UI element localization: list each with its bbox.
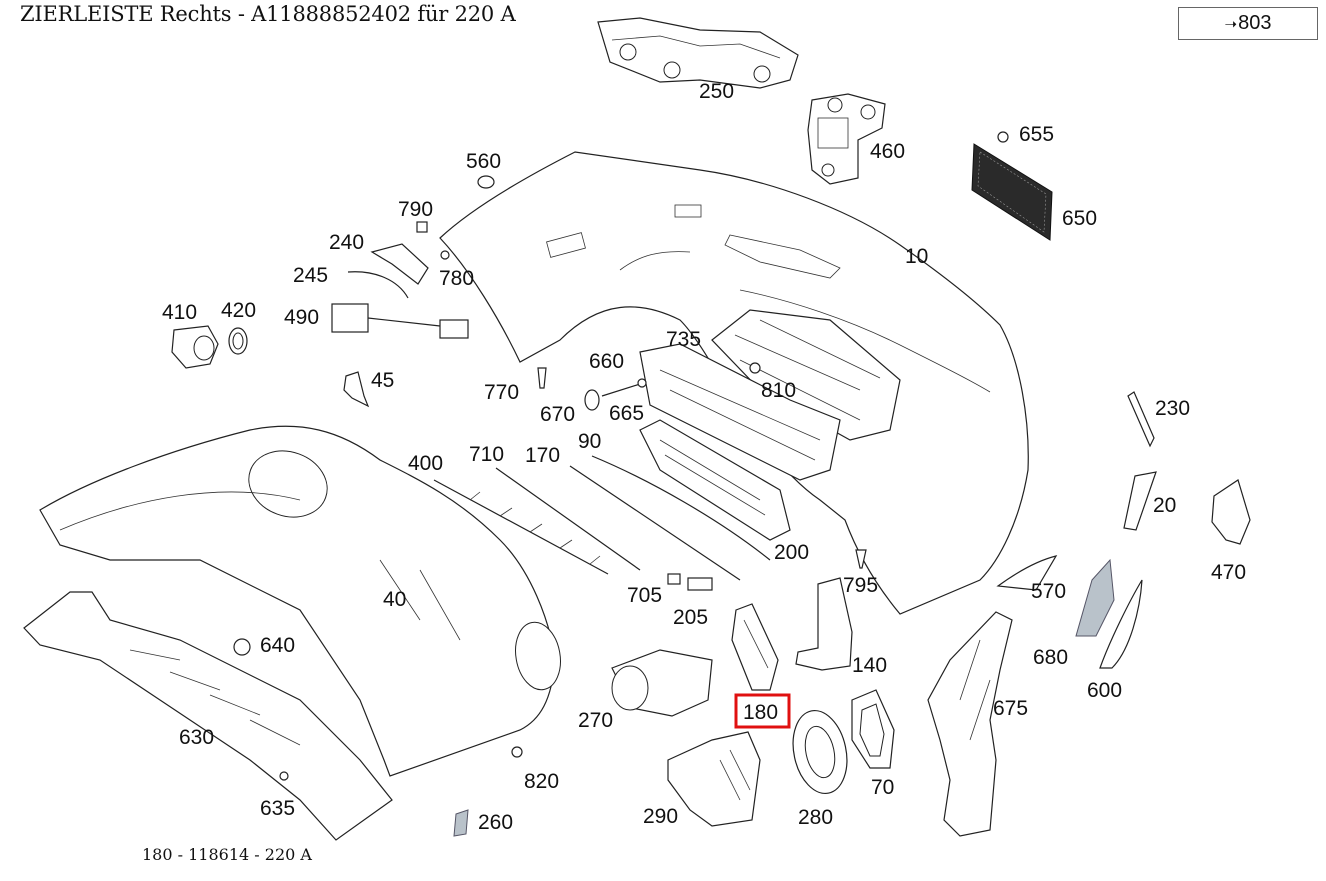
part-630-diffuser: [23, 591, 393, 841]
callout-420[interactable]: 420: [221, 299, 256, 322]
part-270-exhaust-tip: [611, 649, 713, 717]
callout-20[interactable]: 20: [1153, 494, 1176, 517]
callout-400[interactable]: 400: [408, 452, 443, 475]
callout-170[interactable]: 170: [525, 444, 560, 467]
part-230-bracket: [1127, 391, 1155, 448]
part-650-plate: [971, 143, 1053, 241]
part-250-bracket: [597, 17, 799, 89]
callout-290[interactable]: 290: [643, 805, 678, 828]
part-400-harness: [433, 479, 609, 575]
callout-660[interactable]: 660: [589, 350, 624, 373]
part-570-trim: [996, 555, 1058, 591]
callout-240[interactable]: 240: [329, 231, 364, 254]
part-780-screw: [440, 250, 450, 260]
callout-45[interactable]: 45: [371, 369, 394, 392]
callout-640[interactable]: 640: [260, 634, 295, 657]
part-490-harness: [331, 303, 469, 339]
part-665-bolt: [601, 378, 647, 397]
callout-810[interactable]: 810: [761, 379, 796, 402]
arrow-right-icon: ➝: [1224, 15, 1238, 33]
callout-665[interactable]: 665: [609, 402, 644, 425]
callout-10[interactable]: 10: [905, 245, 928, 268]
part-90-carrier: [639, 419, 791, 541]
part-710-rod: [495, 467, 641, 571]
callout-470[interactable]: 470: [1211, 561, 1246, 584]
callout-670[interactable]: 670: [540, 403, 575, 426]
page-title: ZIERLEISTE Rechts - A11888852402 für 220…: [20, 2, 516, 26]
part-560-grommet: [477, 175, 495, 189]
part-770-rivet: [537, 367, 547, 389]
next-page-label: 803: [1238, 12, 1272, 34]
part-140-bracket: [795, 577, 853, 671]
callout-790[interactable]: 790: [398, 198, 433, 221]
callout-770[interactable]: 770: [484, 381, 519, 404]
part-205-clip: [687, 577, 713, 591]
part-180-trim-frame: [731, 603, 779, 691]
part-705-clip: [667, 573, 681, 585]
callout-410[interactable]: 410: [162, 301, 197, 324]
part-680-guide: [1075, 558, 1115, 637]
callout-70[interactable]: 70: [871, 776, 894, 799]
part-200-strip: [591, 455, 771, 561]
part-410-sensor: [171, 325, 219, 369]
callout-570[interactable]: 570: [1031, 580, 1066, 603]
part-260-plug: [453, 809, 469, 837]
callout-270[interactable]: 270: [578, 709, 613, 732]
part-795-rivet: [855, 549, 867, 569]
callout-710[interactable]: 710: [469, 443, 504, 466]
part-820-screw: [511, 746, 523, 758]
callout-200[interactable]: 200: [774, 541, 809, 564]
callout-635[interactable]: 635: [260, 797, 295, 820]
callout-820[interactable]: 820: [524, 770, 559, 793]
diagram-footer: 180 - 118614 - 220 A: [142, 845, 312, 864]
callout-460[interactable]: 460: [870, 140, 905, 163]
part-70-trim-frame: [851, 689, 895, 769]
part-675-bracket: [927, 611, 1013, 837]
part-790-clip: [416, 221, 428, 233]
callout-280[interactable]: 280: [798, 806, 833, 829]
part-460-bracket: [807, 93, 886, 185]
part-635-screw: [279, 771, 289, 781]
part-280-trim-ring: [792, 709, 848, 795]
callout-245[interactable]: 245: [293, 264, 328, 287]
part-670-washer: [584, 389, 600, 411]
callout-675[interactable]: 675: [993, 697, 1028, 720]
callout-490[interactable]: 490: [284, 306, 319, 329]
callout-140[interactable]: 140: [852, 654, 887, 677]
part-810-clip: [749, 362, 761, 374]
part-655-clip: [997, 131, 1009, 143]
part-660-reinforcement: [639, 343, 841, 481]
callout-655[interactable]: 655: [1019, 123, 1054, 146]
callout-630[interactable]: 630: [179, 726, 214, 749]
callout-680[interactable]: 680: [1033, 646, 1068, 669]
callout-780[interactable]: 780: [439, 267, 474, 290]
part-245-strip: [347, 271, 409, 299]
callout-180[interactable]: 180: [743, 701, 778, 724]
part-20-trim: [1123, 471, 1157, 531]
callout-90[interactable]: 90: [578, 430, 601, 453]
part-420-ring: [228, 327, 248, 355]
callout-795[interactable]: 795: [843, 574, 878, 597]
part-600-cover: [1099, 579, 1143, 669]
callout-205[interactable]: 205: [673, 606, 708, 629]
callout-250[interactable]: 250: [699, 80, 734, 103]
part-470-bracket: [1211, 479, 1251, 545]
part-640-grommet: [233, 638, 251, 656]
callout-735[interactable]: 735: [666, 328, 701, 351]
part-240-trim: [370, 243, 429, 285]
part-290-duct: [667, 731, 761, 827]
highlight-box-180: [734, 693, 791, 729]
part-45-bracket: [343, 371, 370, 408]
callout-230[interactable]: 230: [1155, 397, 1190, 420]
part-40-lower-panel: [39, 425, 561, 777]
callout-40[interactable]: 40: [383, 588, 406, 611]
callout-650[interactable]: 650: [1062, 207, 1097, 230]
callout-560[interactable]: 560: [466, 150, 501, 173]
part-170-strip: [569, 465, 741, 581]
callout-600[interactable]: 600: [1087, 679, 1122, 702]
callout-260[interactable]: 260: [478, 811, 513, 834]
callout-705[interactable]: 705: [627, 584, 662, 607]
next-page-button[interactable]: ➝ 803: [1178, 7, 1318, 40]
